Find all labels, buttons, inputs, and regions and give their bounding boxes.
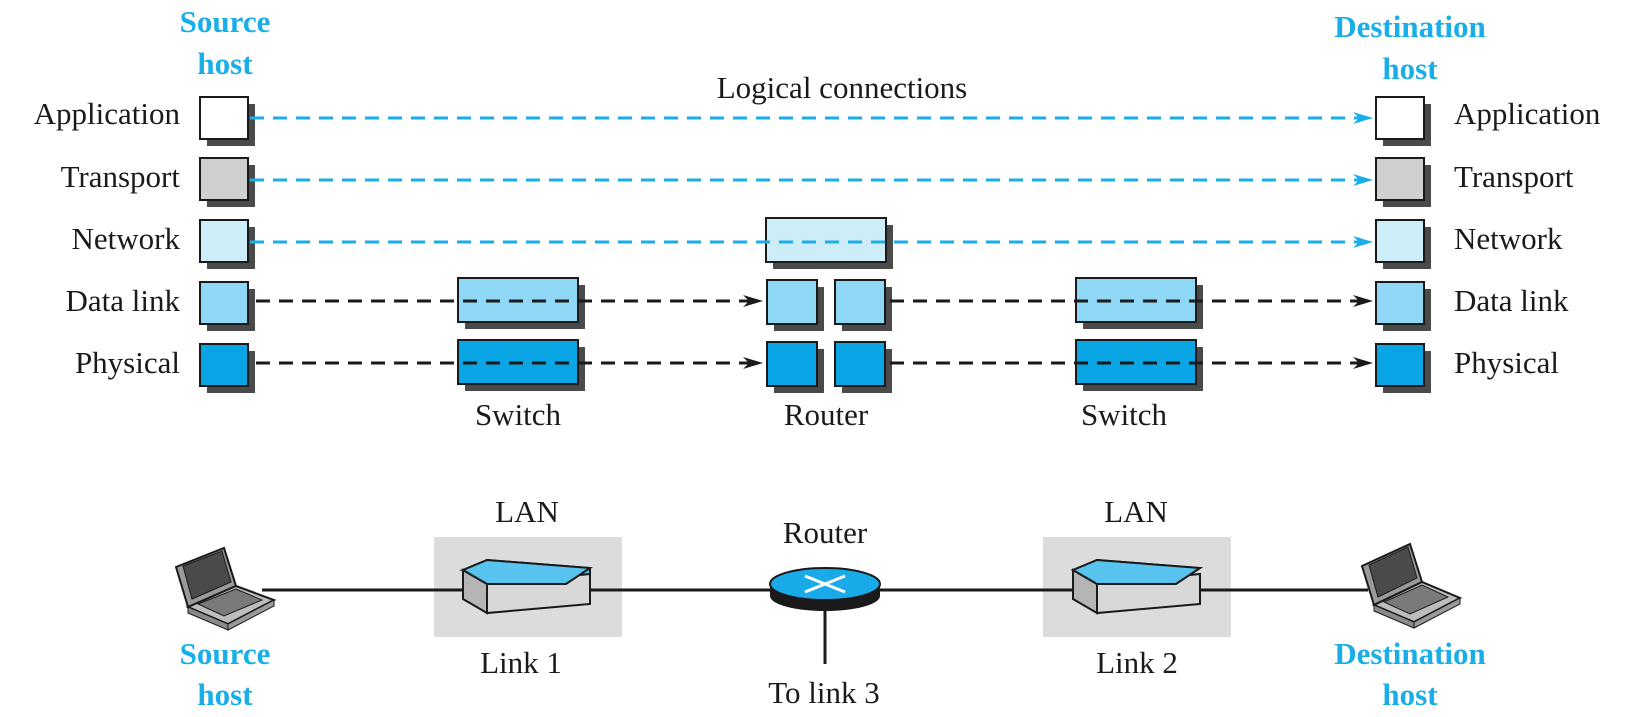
source-layer-labels: Application Transport Network Data link … [34, 96, 181, 380]
bottom-source-host-label: Source host [180, 636, 271, 712]
label-physical-right: Physical [1454, 345, 1559, 380]
bottom-destination-line1: Destination [1334, 636, 1486, 671]
bottom-source-line2: host [197, 677, 253, 712]
dest-transport-box [1375, 157, 1425, 201]
router-stack [765, 217, 893, 393]
link2-label: Link 2 [1096, 645, 1178, 680]
source-datalink-box [199, 281, 249, 325]
bottom-source-line1: Source [180, 636, 271, 671]
router-network-box [765, 217, 887, 263]
label-transport-left: Transport [61, 159, 181, 194]
source-layer-stack [199, 96, 255, 393]
label-physical-left: Physical [75, 345, 180, 380]
source-network-box [199, 219, 249, 263]
destination-layer-labels: Application Transport Network Data link … [1454, 96, 1601, 380]
link3-label: To link 3 [768, 675, 880, 710]
destination-layer-stack [1375, 96, 1431, 393]
source-transport-box [199, 157, 249, 201]
dest-network-box [1375, 219, 1425, 263]
destination-host-heading: Destination host [1334, 9, 1486, 86]
dest-datalink-box [1375, 281, 1425, 325]
network-cable [262, 588, 1368, 664]
logical-connections-label: Logical connections [717, 70, 968, 105]
router-icon [769, 567, 881, 611]
router-datalink-out-box [834, 279, 886, 325]
hop-arrows [256, 295, 1373, 369]
dest-physical-box [1375, 343, 1425, 387]
source-host-line2: host [197, 46, 253, 81]
bottom-destination-line2: host [1382, 677, 1438, 712]
switch-right-stack [1075, 277, 1203, 391]
label-network-right: Network [1454, 221, 1563, 256]
router-datalink-in-box [766, 279, 818, 325]
router-physical-in-box [766, 341, 818, 387]
switch-right-label: Switch [1081, 397, 1168, 432]
source-physical-box [199, 343, 249, 387]
destination-host-line2: host [1382, 51, 1438, 86]
destination-host-line1: Destination [1334, 9, 1486, 44]
router-stack-label: Router [784, 397, 869, 432]
source-host-heading: Source host [180, 4, 271, 81]
label-datalink-right: Data link [1454, 283, 1569, 318]
lan-left-label: LAN [495, 494, 559, 529]
switch-left-label: Switch [475, 397, 562, 432]
router-physical-out-box [834, 341, 886, 387]
dest-application-box [1375, 96, 1425, 140]
label-datalink-left: Data link [66, 283, 181, 318]
label-network-left: Network [72, 221, 181, 256]
label-transport-right: Transport [1454, 159, 1574, 194]
router-label: Router [783, 515, 868, 550]
logical-arrows [250, 112, 1373, 248]
source-host-line1: Source [180, 4, 271, 39]
bottom-destination-host-label: Destination host [1334, 636, 1486, 712]
source-laptop-icon [174, 546, 277, 631]
link1-label: Link 1 [480, 645, 562, 680]
switch-left-stack [457, 277, 585, 391]
destination-laptop-icon [1360, 542, 1463, 629]
lan-right-label: LAN [1104, 494, 1168, 529]
label-application-left: Application [34, 96, 181, 131]
label-application-right: Application [1454, 96, 1601, 131]
switch-left-icon [459, 558, 593, 615]
source-application-box [199, 96, 249, 140]
switch-right-icon [1070, 558, 1203, 615]
